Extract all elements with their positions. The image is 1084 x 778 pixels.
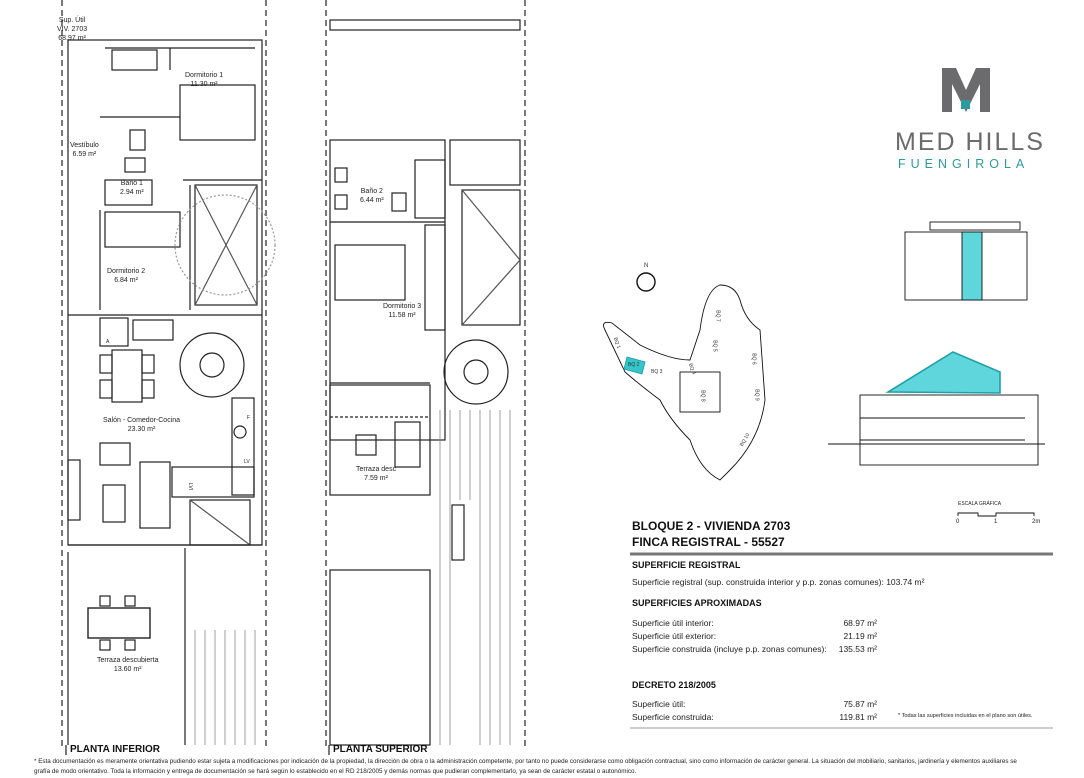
scale-bar xyxy=(957,512,1035,517)
sup-util-label: Sup. Útil VIV. 2703 68.97 m² xyxy=(57,16,87,43)
scale-tick-1: 1 xyxy=(994,519,998,525)
appliance-lv-label: LV xyxy=(244,459,250,465)
lower-plan-boundary xyxy=(61,0,526,750)
site-map xyxy=(603,272,766,481)
decreto-row-value-0: 75.87 m² xyxy=(843,699,877,709)
sup-util-line1: Sup. Útil xyxy=(58,17,86,24)
block-label-5: BQ 5 xyxy=(711,340,718,352)
decreto-row-label-0: Superficie útil: xyxy=(632,699,686,709)
lower-terrace-hatch xyxy=(194,630,256,745)
footnote-line-2: grafía de modo orientativo. Toda la info… xyxy=(34,768,637,775)
scale-tick-2: 2m xyxy=(1032,519,1041,525)
title-finca: FINCA REGISTRAL - 55527 xyxy=(632,535,785,549)
heading-decreto: DECRETO 218/2005 xyxy=(632,680,716,690)
upper-plan-title: PLANTA SUPERIOR xyxy=(333,744,428,755)
upper-terrace-hatch xyxy=(439,410,511,745)
appliance-a-label: A xyxy=(106,339,110,345)
aprox-row-value-1: 21.19 m² xyxy=(843,631,877,641)
logo-main-text: MED HILLS xyxy=(895,128,1045,156)
north-compass-icon xyxy=(636,272,656,292)
aprox-row-label-2: Superficie construida (incluye p.p. zona… xyxy=(632,644,827,654)
logo-sub-text: FUENGIROLA xyxy=(898,157,1030,171)
aprox-row-label-0: Superficie útil interior: xyxy=(632,618,714,628)
block-label-2: BQ 2 xyxy=(628,362,640,368)
scale-title: ESCALA GRÁFICA xyxy=(958,501,1002,507)
scale-tick-0: 0 xyxy=(956,519,960,525)
north-label: N xyxy=(644,263,649,269)
lower-plan-walls xyxy=(67,39,276,745)
block-label-7: BQ 7 xyxy=(714,310,721,322)
building-key-plan xyxy=(828,221,1045,466)
block-label-8: BQ 8 xyxy=(699,390,706,402)
decreto-row-value-1: 119.81 m² xyxy=(839,712,877,722)
aprox-row-value-2: 135.53 m² xyxy=(838,644,877,654)
block-label-6: BQ 6 xyxy=(750,353,757,365)
registral-value: 103.74 m² xyxy=(886,577,925,587)
sup-util-line2: VIV. 2703 xyxy=(57,26,88,33)
sup-util-line3: 68.97 m² xyxy=(58,35,86,42)
lower-plan-title: PLANTA INFERIOR xyxy=(70,744,160,755)
decreto-row-label-1: Superficie construida: xyxy=(632,712,714,722)
aprox-row-value-0: 68.97 m² xyxy=(843,618,877,628)
heading-registral: SUPERFICIE REGISTRAL xyxy=(632,560,741,570)
registral-label: Superficie registral (sup. construida in… xyxy=(632,577,884,587)
block-label-3: BQ 3 xyxy=(651,369,663,375)
title-bloque: BLOQUE 2 - VIVIENDA 2703 xyxy=(632,519,791,533)
heading-aproximadas: SUPERFICIES APROXIMADAS xyxy=(632,598,762,608)
decreto-note: * Todas las superficies incluidas en el … xyxy=(898,713,1033,719)
upper-plan-walls xyxy=(329,19,521,746)
appliance-f-label: F xyxy=(247,415,251,421)
block-label-9: BQ 9 xyxy=(753,389,760,401)
aprox-row-label-1: Superficie útil exterior: xyxy=(632,631,717,641)
registral-row: Superficie registral (sup. construida in… xyxy=(632,577,924,587)
footnote-line-1: * Esta documentación es meramente orient… xyxy=(34,758,1017,765)
